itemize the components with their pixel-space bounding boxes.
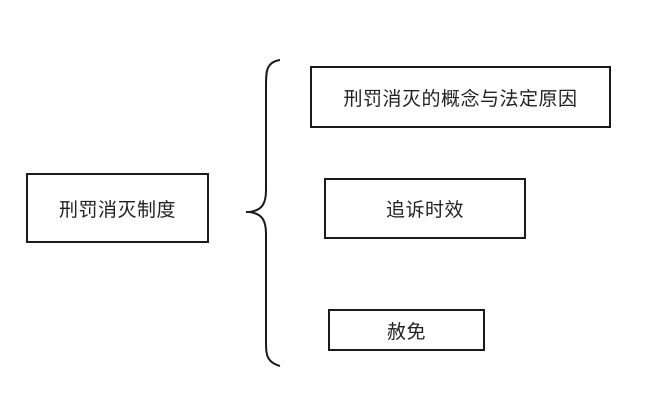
child-node-pardon: 赦免 <box>328 309 485 351</box>
child-node-label: 赦免 <box>386 320 426 343</box>
curly-brace-path <box>249 59 281 367</box>
child-node-label: 刑罚消灭的概念与法定原因 <box>343 87 578 110</box>
child-node-statute-of-limitations: 追诉时效 <box>324 178 526 239</box>
child-node-concept-and-causes: 刑罚消灭的概念与法定原因 <box>310 66 611 128</box>
child-node-label: 追诉时效 <box>385 199 464 221</box>
root-node: 刑罚消灭制度 <box>26 173 209 243</box>
root-node-label: 刑罚消灭制度 <box>58 198 176 221</box>
